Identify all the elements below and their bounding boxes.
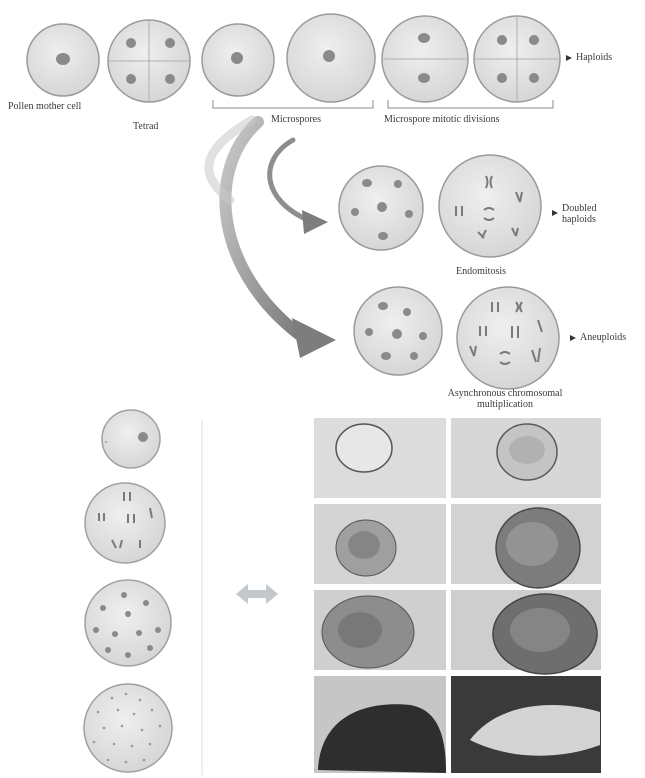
mitotic-division-cell-2 [474,16,560,102]
endomitosis-label: Endomitosis [456,266,506,277]
stage-cell-1 [102,410,160,468]
doubled-haploids-pointer [552,210,558,216]
micrograph-7 [314,676,446,773]
tetrad-label: Tetrad [133,121,158,132]
endomitosis-cell-1 [339,166,423,250]
large-curved-arrow [225,122,336,358]
stage-cell-3 [85,580,171,666]
stage-cell-4 [84,684,172,772]
doubled-haploids-label: Doubled haploids [562,203,612,225]
asynchronous-cell-2 [457,287,559,389]
mitotic-division-cell-1 [382,16,468,102]
asynchronous-cell-1 [354,287,442,375]
micrograph-8 [451,676,601,773]
tetrad-cell [108,20,190,102]
micrograph-4 [451,504,601,588]
microspore-cell-1 [202,24,274,96]
aneuploids-pointer [570,335,576,341]
haploids-label: Haploids [576,52,612,63]
micrograph-1 [314,418,446,498]
pollen-mother-cell-label: Pollen mother cell [8,101,81,112]
asynchronous-label-line2: multiplication [430,399,580,410]
aneuploids-label: Aneuploids [580,332,626,343]
stage-cell-2 [85,483,165,563]
asynchronous-label-line1: Asynchronous chromosomal [430,388,580,399]
micrograph-6 [451,590,601,674]
micrograph-panel [314,418,601,773]
micrograph-3 [314,504,446,584]
double-headed-arrow [236,584,278,604]
microspore-cell-2 [287,14,375,102]
micrograph-5 [314,590,446,670]
pollen-mother-cell [27,24,99,96]
haploids-pointer [566,55,572,61]
micrograph-2 [451,418,601,498]
microspores-bracket [213,100,373,108]
microspore-mitotic-divisions-label: Microspore mitotic divisions [384,114,500,125]
small-curved-arrow [270,140,328,234]
microspores-label: Microspores [271,114,321,125]
endomitosis-cell-2 [439,155,541,257]
